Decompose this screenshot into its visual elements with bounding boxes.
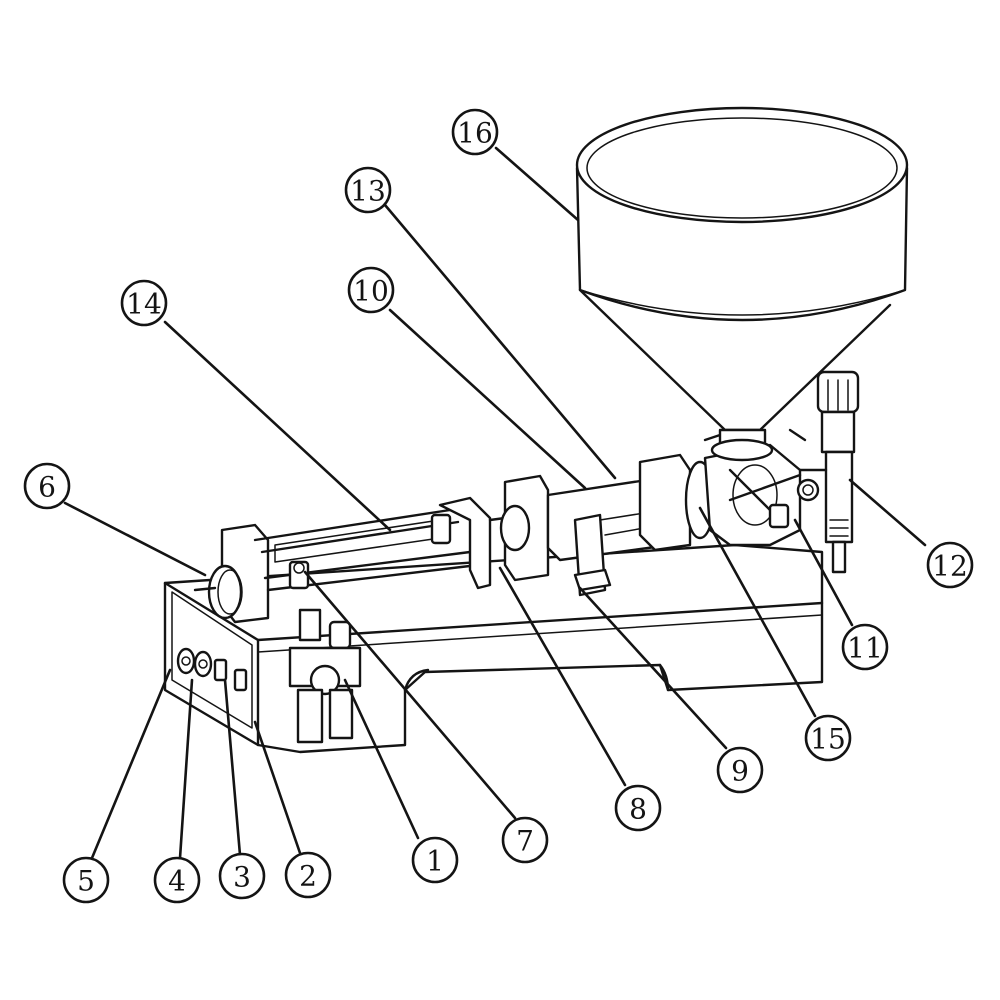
callout-13: 13 (344, 166, 392, 214)
callout-8: 8 (614, 784, 662, 832)
svg-text:13: 13 (350, 175, 386, 208)
callout-14: 14 (120, 279, 168, 327)
callout-4: 4 (153, 856, 201, 904)
callouts: 1 2 3 4 5 6 7 8 (23, 108, 974, 904)
callout-2: 2 (284, 851, 332, 899)
callout-11: 11 (841, 623, 889, 671)
cylinder-assembly (193, 496, 492, 624)
svg-text:2: 2 (299, 860, 317, 893)
callout-1: 1 (411, 836, 459, 884)
svg-text:7: 7 (516, 825, 534, 858)
svg-text:3: 3 (233, 861, 251, 894)
svg-text:12: 12 (932, 550, 968, 583)
machine-drawing (163, 106, 909, 754)
callout-3: 3 (218, 852, 266, 900)
svg-text:1: 1 (426, 845, 444, 878)
callout-10: 10 (347, 266, 395, 314)
hopper (575, 106, 909, 462)
svg-text:8: 8 (629, 793, 647, 826)
valve-assembly (638, 428, 820, 552)
svg-text:10: 10 (353, 275, 389, 308)
callout-6: 6 (23, 462, 71, 510)
svg-text:6: 6 (38, 471, 56, 504)
callout-5: 5 (62, 856, 110, 904)
callout-12: 12 (926, 541, 974, 589)
svg-text:16: 16 (457, 117, 493, 150)
svg-text:15: 15 (810, 723, 846, 756)
air-filter-regulator (288, 608, 362, 744)
callout-9: 9 (716, 746, 764, 794)
svg-text:14: 14 (126, 288, 162, 321)
svg-text:9: 9 (731, 755, 749, 788)
svg-text:11: 11 (847, 632, 883, 665)
callout-15: 15 (804, 714, 852, 762)
filling-nozzle (798, 370, 860, 574)
callout-16: 16 (451, 108, 499, 156)
leader-lines (63, 146, 927, 860)
svg-text:5: 5 (77, 865, 95, 898)
svg-text:4: 4 (168, 865, 186, 898)
control-panel (176, 647, 248, 692)
callout-7: 7 (501, 816, 549, 864)
